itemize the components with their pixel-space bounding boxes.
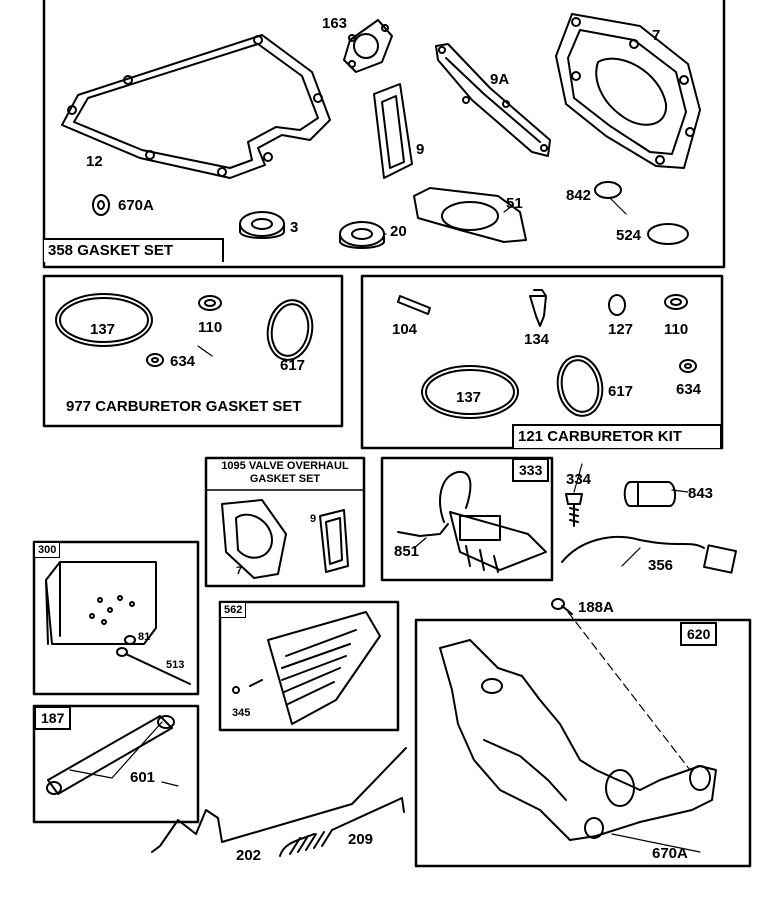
kit-gasket-137-icon: [421, 365, 519, 419]
label-851: 851: [394, 543, 420, 560]
guard-box-frame: [218, 600, 400, 732]
kit-washer-110-icon: [664, 294, 688, 310]
seal-20-icon: [339, 221, 385, 249]
link-202-icon: [151, 747, 407, 853]
label-356: 356: [648, 557, 674, 574]
label-670A-top: 670A: [118, 197, 154, 214]
part-843-icon: [623, 481, 676, 507]
label-carb-110: 110: [198, 319, 223, 336]
screw-334-icon: [565, 493, 583, 527]
gasket-set-box-frame: [42, 0, 726, 269]
ignition-tag: 333: [512, 458, 550, 482]
gasket-163-icon: [343, 19, 393, 73]
label-163: 163: [322, 15, 348, 32]
carb-washer-110-icon: [198, 295, 222, 311]
valve-overhaul-caption: 1095 VALVE OVERHAUL GASKET SET: [221, 460, 349, 485]
kit-needle-134-icon: [529, 289, 547, 327]
carb-kit-caption: 121 CARBURETOR KIT: [512, 424, 722, 448]
label-3: 3: [290, 219, 299, 236]
tube-box-frame: [32, 704, 200, 824]
label-kit-104: 104: [392, 321, 418, 338]
label-9A: 9A: [490, 71, 510, 88]
label-334: 334: [566, 471, 592, 488]
carb-gasket-box-frame: [42, 274, 344, 428]
tube-tag: 187: [34, 706, 72, 730]
label-kit-137: 137: [456, 389, 482, 406]
guard-icon: [232, 611, 381, 725]
label-345: 345: [232, 707, 251, 719]
label-513: 513: [166, 659, 185, 671]
bolt-513-icon: [116, 635, 191, 685]
gasket-51-icon: [413, 187, 527, 243]
gasket-7-icon: [555, 13, 701, 169]
kit-pin-104-icon: [397, 295, 431, 315]
washer-670A-icon: [92, 194, 110, 216]
valve-box-frame: [204, 456, 366, 588]
gasket-9A-icon: [435, 43, 551, 157]
label-51: 51: [506, 195, 523, 212]
seal-3-icon: [239, 211, 285, 239]
label-kit-634: 634: [676, 381, 702, 398]
oring-524-icon: [647, 223, 689, 245]
bracket-icon: [439, 611, 717, 841]
ignition-box-frame: [380, 456, 554, 582]
label-188A: 188A: [578, 599, 614, 616]
label-carb-137: 137: [90, 321, 116, 338]
label-valve-7: 7: [236, 565, 243, 577]
gasket-12-icon: [61, 34, 331, 179]
label-kit-127: 127: [608, 321, 634, 338]
label-842: 842: [566, 187, 592, 204]
valve-gasket-7-icon: [221, 499, 287, 579]
label-carb-617: 617: [280, 357, 306, 374]
label-kit-134: 134: [524, 331, 550, 348]
carb-gasket-137-icon: [55, 293, 153, 347]
valve-gasket-9-icon: [319, 509, 349, 573]
carb-kit-box-frame: [360, 274, 724, 450]
leader-lines: [161, 197, 701, 853]
muffler-icon: [45, 561, 157, 645]
label-kit-110: 110: [664, 321, 689, 338]
carb-nut-634-icon: [146, 353, 164, 367]
label-670A-bottom: 670A: [652, 845, 688, 862]
gasket-set-caption: 358 GASKET SET: [44, 238, 224, 262]
label-843: 843: [688, 485, 714, 502]
kit-ring-127-icon: [608, 294, 626, 316]
label-209: 209: [348, 831, 374, 848]
label-carb-634: 634: [170, 353, 196, 370]
carb-gasket-caption: 977 CARBURETOR GASKET SET: [62, 396, 306, 418]
label-kit-617: 617: [608, 383, 634, 400]
carb-ring-617-icon: [266, 299, 314, 361]
label-valve-9: 9: [310, 513, 317, 525]
wire-356-icon: [561, 536, 737, 574]
label-81: 81: [138, 631, 151, 643]
spring-209-icon: [279, 797, 405, 857]
bracket-tag: 620: [680, 622, 718, 646]
ring-842-icon: [594, 181, 622, 199]
label-7: 7: [652, 27, 661, 44]
label-12: 12: [86, 153, 103, 170]
muffler-tag: 300: [34, 542, 61, 558]
label-20: 20: [390, 223, 407, 240]
label-9: 9: [416, 141, 425, 158]
tube-601-icon: [46, 715, 175, 795]
kit-nut-634-icon: [679, 359, 697, 373]
screw-188A-icon: [551, 598, 573, 615]
label-202: 202: [236, 847, 262, 864]
label-524: 524: [616, 227, 642, 244]
gasket-9-icon: [373, 83, 413, 179]
ignition-armature-icon: [397, 470, 547, 573]
muffler-box-frame: [32, 540, 200, 696]
guard-tag: 562: [220, 602, 247, 618]
kit-ring-617-icon: [556, 355, 604, 417]
label-601: 601: [130, 769, 156, 786]
bracket-box-frame: [414, 618, 752, 868]
